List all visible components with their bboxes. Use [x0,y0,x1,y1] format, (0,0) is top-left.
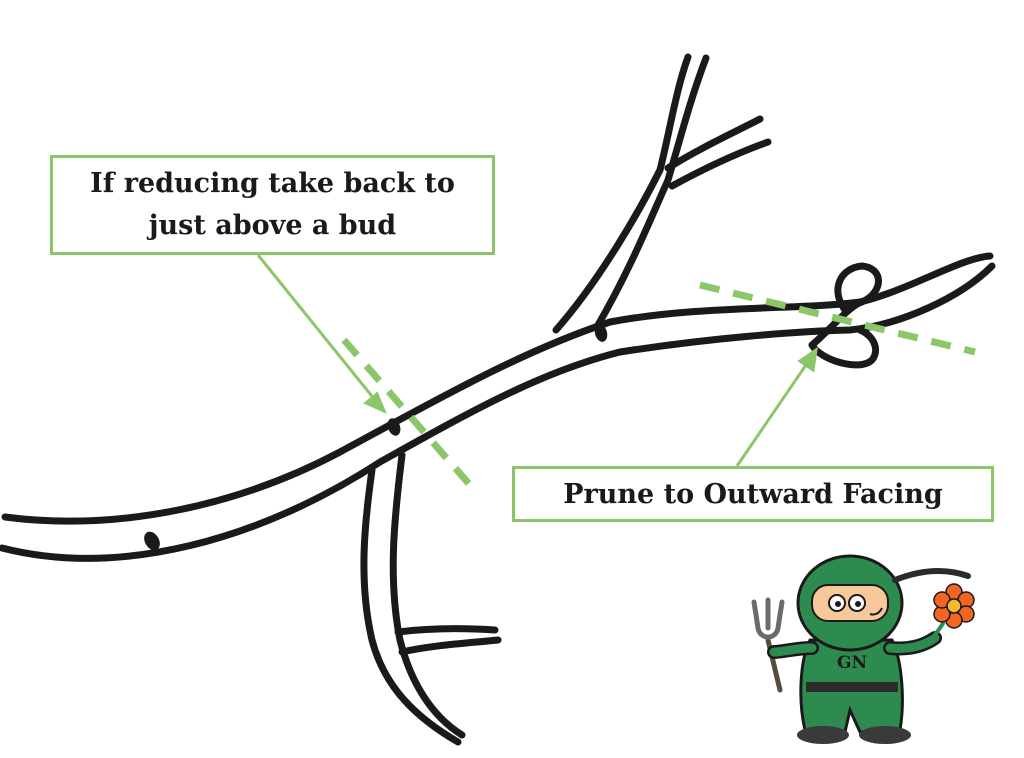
lower-shoot-left-edge [360,466,462,746]
callout-reduce-line2: just above a bud [148,210,397,241]
buds [144,324,608,551]
mascot-right-foot [859,726,911,744]
pointer-arrows [256,254,818,467]
pointer-arrow-reduce [256,254,377,401]
outward-bud-loop [808,262,882,369]
flower-icon [933,583,975,637]
upper-shoot-left-edge [552,53,692,334]
mascot-headband-tail [892,568,971,583]
callout-reduce-box: If reducing take back to just above a bu… [50,155,495,255]
callout-reduce-line1: If reducing take back to [90,168,455,199]
mascot-initials: GN [837,653,867,673]
bud [144,531,160,551]
callout-prune-box: Prune to Outward Facing [512,466,994,522]
mascot-right-arm-fill [885,633,940,653]
mascot-mouth [869,607,883,616]
lower-fork-upper [394,625,499,636]
upper-shoot-right-edge [594,54,710,329]
callout-prune-text: Prune to Outward Facing [563,478,943,510]
mascot-ninja: GN [751,554,975,744]
upper-fork-lower [668,138,772,190]
lower-fork-lower [398,636,502,656]
lower-shoot-right-edge [389,451,466,739]
upper-fork-upper [664,115,764,172]
mascot-belt [806,682,898,692]
pointer-arrow-prune-head [797,346,818,373]
bud [594,324,608,342]
bud [387,418,401,436]
pointer-arrow-prune [735,361,810,467]
mascot-left-arm-fill [769,643,817,657]
pointer-arrow-reduce-head [363,391,387,414]
cut-lines [341,281,976,495]
mascot-left-foot [797,726,849,744]
cut-line-outward [699,281,976,356]
